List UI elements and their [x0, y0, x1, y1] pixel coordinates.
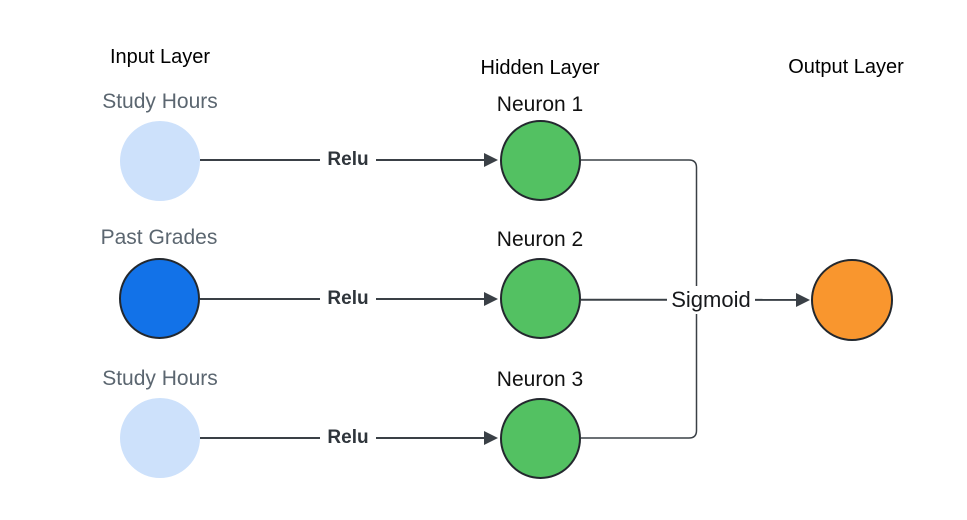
edge-label-relu-3: Relu — [320, 426, 376, 450]
hidden-node-label-neuron-2: Neuron 2 — [496, 228, 584, 251]
hidden-node-label-neuron-1: Neuron 1 — [496, 93, 584, 116]
input-node-study-hours-1 — [120, 121, 200, 201]
output-node — [811, 259, 893, 341]
edge-label-relu-1: Relu — [320, 148, 376, 172]
output-layer-title: Output Layer — [788, 56, 904, 78]
edge-label-sigmoid: Sigmoid — [667, 286, 755, 314]
input-node-label-study-hours-1: Study Hours — [102, 90, 218, 113]
arrowhead-icon — [484, 292, 498, 306]
arrowhead-icon — [796, 293, 810, 307]
input-layer-title: Input Layer — [109, 46, 211, 68]
arrowhead-icon — [484, 153, 498, 167]
hidden-layer-title: Hidden Layer — [480, 57, 600, 79]
hidden-node-neuron-1 — [500, 120, 581, 201]
input-node-past-grades — [119, 258, 200, 339]
edge-label-relu-2: Relu — [320, 287, 376, 311]
arrowhead-icon — [484, 431, 498, 445]
input-node-label-study-hours-2: Study Hours — [102, 367, 218, 390]
input-node-study-hours-2 — [120, 398, 200, 478]
input-node-label-past-grades: Past Grades — [100, 226, 218, 249]
hidden-node-label-neuron-3: Neuron 3 — [496, 368, 584, 391]
hidden-node-neuron-2 — [500, 258, 581, 339]
hidden-node-neuron-3 — [500, 398, 581, 479]
